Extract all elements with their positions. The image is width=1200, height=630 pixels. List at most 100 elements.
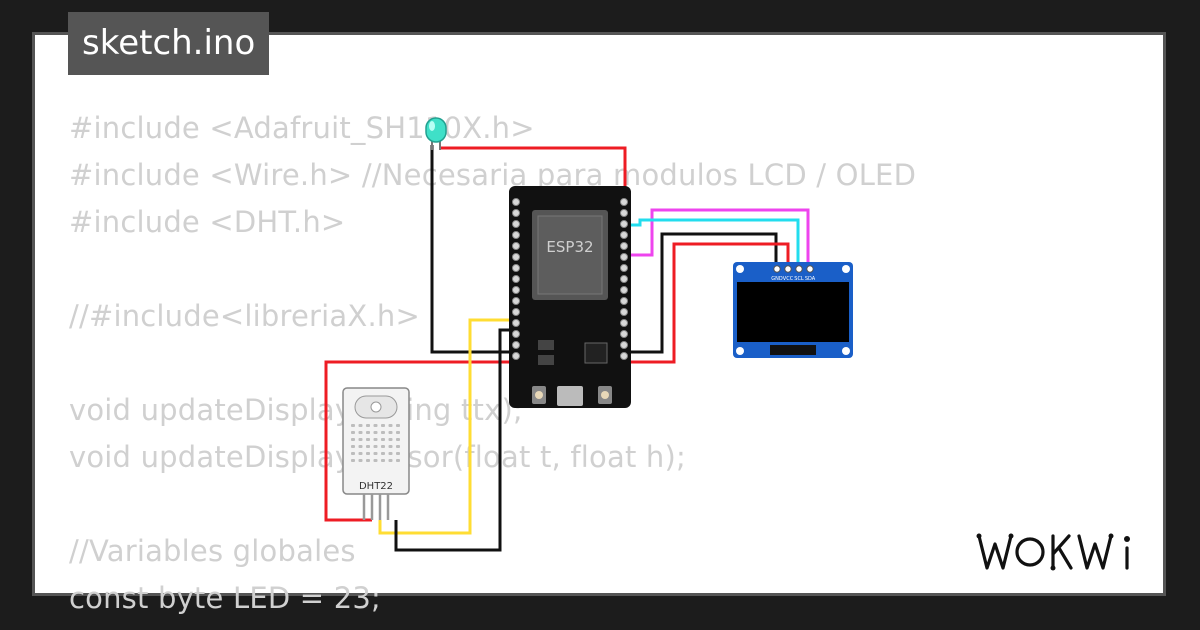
dht22-vent: [396, 431, 400, 434]
esp32-pin: [512, 319, 520, 327]
dht22-vent: [388, 452, 393, 455]
dht22-vent: [366, 431, 370, 434]
project-preview-card: #include <Adafruit_SH110X.h> #include <Wi…: [32, 32, 1166, 615]
esp32-pin: [620, 286, 628, 294]
esp32-pin: [620, 198, 628, 206]
code-line: #include <Adafruit_SH110X.h>: [69, 111, 535, 145]
dht22-vent: [366, 452, 370, 455]
esp32-pin: [620, 352, 628, 360]
dht22-vent: [358, 438, 363, 441]
dht22-vent: [358, 431, 363, 434]
dht22-vent: [396, 438, 400, 441]
dht22-vent: [366, 459, 370, 462]
esp32-pin: [620, 297, 628, 305]
esp32-pin: [512, 330, 520, 338]
dht22-vent: [396, 459, 400, 462]
oled-pin-label: GND: [771, 276, 783, 282]
wire-oled-scl: [625, 218, 800, 266]
dht22-vent: [388, 445, 393, 448]
esp32-label: ESP32: [546, 238, 593, 256]
esp32-pin: [512, 297, 520, 305]
esp32-pin: [620, 231, 628, 239]
dht22-grille: [351, 424, 400, 462]
esp32-pin: [512, 264, 520, 272]
oled-pin: [795, 265, 803, 273]
dht22-vent: [366, 445, 370, 448]
oled-pin: [806, 265, 814, 273]
dht22-vent: [388, 424, 393, 427]
esp32-pin: [512, 231, 520, 239]
dht22-vent: [358, 445, 363, 448]
esp32-pin: [512, 242, 520, 250]
led-component[interactable]: [425, 117, 447, 150]
code-line: //Variables globales: [69, 534, 356, 568]
dht22-vent: [373, 431, 378, 434]
dht22-sensor[interactable]: DHT22: [342, 387, 410, 520]
dht22-vent: [381, 424, 385, 427]
esp32-pin: [512, 308, 520, 316]
code-line: const byte LED = 23;: [69, 581, 381, 615]
esp32-pins-right: [620, 198, 628, 360]
dht22-vent: [381, 445, 385, 448]
esp32-pin: [512, 275, 520, 283]
dht22-vent: [351, 445, 355, 448]
oled-pin: [784, 265, 792, 273]
oled-pin: [773, 265, 781, 273]
dht22-vent: [381, 459, 385, 462]
dht22-vent: [381, 452, 385, 455]
esp32-pin: [620, 220, 628, 228]
esp32-pin: [512, 352, 520, 360]
dht22-vent: [373, 459, 378, 462]
oled-pin-label: VCC: [783, 276, 794, 282]
wire-dht-gnd: [394, 328, 514, 552]
dht22-vent: [381, 431, 385, 434]
esp32-pin: [620, 319, 628, 327]
oled-pin-label: SCL: [794, 276, 804, 282]
esp32-pin: [620, 308, 628, 316]
dht22-vent: [373, 424, 378, 427]
esp32-pin: [512, 253, 520, 261]
esp32-pin: [512, 209, 520, 217]
dht22-vent: [388, 438, 393, 441]
dht22-label: DHT22: [359, 481, 393, 492]
esp32-pin: [620, 209, 628, 217]
dht22-vent: [358, 452, 363, 455]
code-line: void updateDisplaySensor(float t, float …: [69, 440, 686, 474]
esp32-pin: [620, 330, 628, 338]
code-line: #include <Wire.h> //Necesaria para modul…: [69, 158, 917, 192]
esp32-pin: [512, 198, 520, 206]
dht22-vent: [373, 452, 378, 455]
dht22-vent: [358, 424, 363, 427]
dht22-vent: [373, 438, 378, 441]
wire-dht-vcc: [324, 360, 514, 522]
esp32-board[interactable]: ESP32: [509, 186, 631, 408]
dht22-vent: [373, 445, 378, 448]
dht22-vent: [366, 438, 370, 441]
dht22-vent: [388, 431, 393, 434]
esp32-pin: [512, 341, 520, 349]
code-line: //#include<libreriaX.h>: [69, 299, 420, 333]
dht22-vent: [366, 424, 370, 427]
esp32-pin: [620, 341, 628, 349]
dht22-vent: [396, 445, 400, 448]
dht22-vent: [351, 438, 355, 441]
wire-oled-vcc: [625, 242, 790, 364]
esp32-pins-left: [512, 198, 520, 360]
dht22-vent: [351, 459, 355, 462]
dht22-vent: [396, 452, 400, 455]
oled-pin-label: SDA: [805, 276, 816, 282]
esp32-pin: [620, 242, 628, 250]
dht22-vent: [351, 452, 355, 455]
wokwi-logo[interactable]: [975, 528, 1155, 578]
esp32-pin: [512, 286, 520, 294]
esp32-pin: [620, 264, 628, 272]
file-tab[interactable]: sketch.ino: [68, 12, 270, 75]
esp32-pin: [512, 220, 520, 228]
dht22-vent: [388, 459, 393, 462]
dht22-vent: [381, 438, 385, 441]
dht22-vent: [396, 424, 400, 427]
dht22-vent: [351, 431, 355, 434]
